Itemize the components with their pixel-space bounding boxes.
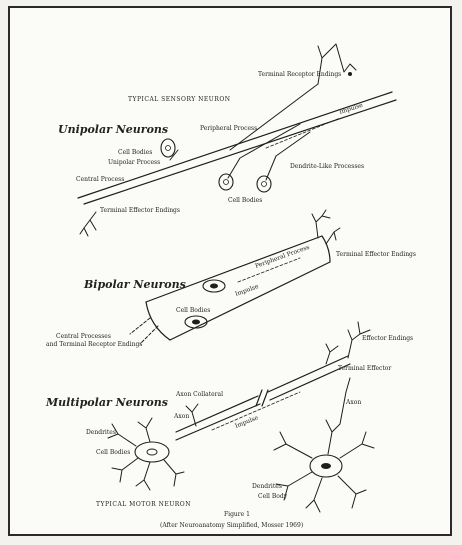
label-peripheral-process-top: Peripheral Process [200,125,257,132]
multipolar-axon-break [256,390,268,406]
multipolar-nucleus-right [321,463,331,469]
label-axon-left: Axon [173,413,189,420]
label-multipolar-cell-bodies: Cell Bodies [96,449,130,456]
label-cell-body-right: Cell Body [258,493,288,500]
label-effector-endings: Effector Endings [362,335,413,342]
unipolar-receptor-branch [318,44,356,84]
label-cell-bodies-top: Cell Bodies [118,149,152,156]
bipolar-neuron-drawing [130,210,340,344]
multipolar-axon-right [268,356,350,400]
label-bipolar-cell-bodies: Cell Bodies [176,307,210,314]
label-axon-right: Axon [345,399,361,406]
unipolar-cell-body-top [161,139,175,157]
bipolar-nucleus-2 [192,320,200,325]
label-typical-sensory-neuron: TYPICAL SENSORY NEURON [128,96,231,103]
bipolar-nucleus-1 [210,284,218,289]
bipolar-dendrites [312,210,340,244]
label-central-process-top: Central Process [76,176,124,183]
label-bipolar-terminal-effector: Terminal Effector Endings [336,251,416,258]
receptor-dot [348,72,352,76]
multipolar-cell-body-left [135,442,169,462]
multipolar-effector-endings [326,322,370,364]
label-dendrites-right: Dendrites [252,483,282,490]
section-title-bipolar: Bipolar Neurons [83,278,186,291]
label-axon-collateral: Axon Collateral [175,391,223,398]
label-dendrites-left: Dendrites [86,429,116,436]
label-typical-motor-neuron: TYPICAL MOTOR NEURON [96,501,191,508]
figure-caption-source: (After Neuroanatomy Simplified, Mosser 1… [160,522,303,529]
label-bipolar-impulse: Impulse [234,283,260,298]
label-terminal-effector-multi: Terminal Effector [338,365,391,372]
figure-caption-number: Figure 1 [224,511,250,518]
label-bipolar-terminal-receptor: and Terminal Receptor Endings [46,341,142,348]
label-bipolar-central-processes: Central Processes [56,333,111,340]
unipolar-cell-body-bottom-1 [219,174,233,190]
label-unipolar-process: Unipolar Process [108,159,160,166]
multipolar-neuron-drawing [108,322,374,512]
unipolar-terminal-effector-branch [80,212,96,236]
label-impulse-top: Impulse [338,102,364,116]
label-cell-bodies-bottom: Cell Bodies [228,197,262,204]
section-title-multipolar: Multipolar Neurons [45,396,168,409]
unipolar-nucleus-bottom-1 [224,180,229,185]
label-terminal-effector-top: Terminal Effector Endings [100,207,180,214]
label-multipolar-impulse: Impulse [234,414,260,430]
label-bipolar-peripheral-process: Peripheral Process [254,244,310,270]
label-dendrite-like-processes: Dendrite-Like Processes [290,163,364,170]
unipolar-cell-body-bottom-2 [257,176,271,192]
section-title-unipolar: Unipolar Neurons [58,123,168,136]
unipolar-nucleus-bottom-2 [262,182,267,187]
unipolar-nucleus-top [166,146,171,151]
multipolar-nucleus-left [147,449,157,455]
label-terminal-receptor-endings: Terminal Receptor Endings [258,71,341,78]
